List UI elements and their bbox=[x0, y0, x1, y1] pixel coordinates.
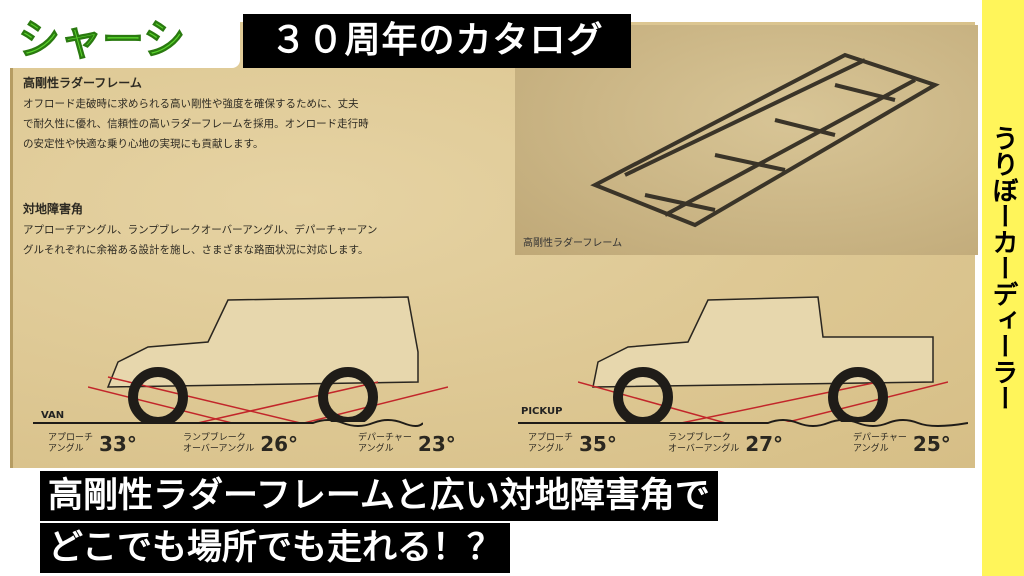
pickup-ramp-angle: ランプブレークオーバーアングル 27° bbox=[668, 432, 783, 456]
pickup-ground-line bbox=[518, 419, 968, 427]
caption-line-1: 高剛性ラダーフレームと広い対地障害角で bbox=[40, 471, 718, 521]
van-illustration bbox=[88, 296, 448, 422]
ladder-frame-illustration bbox=[590, 52, 940, 228]
angle-label: デパーチャー bbox=[358, 433, 412, 443]
van-departure-angle: デパーチャーアングル 23° bbox=[358, 432, 456, 456]
angle-label: アングル bbox=[48, 444, 84, 454]
frame-body: オフロード走破時に求められる高い剛性や強度を確保するために、丈夫 で耐久性に優れ… bbox=[23, 94, 369, 154]
angle-label: ランプブレーク bbox=[183, 433, 246, 443]
angle-value: 26° bbox=[260, 432, 299, 456]
angle-label: アングル bbox=[358, 444, 394, 454]
catalog-page: 高剛性ラダーフレーム オフロード走破時に求められる高い剛性や強度を確保するために… bbox=[10, 22, 978, 468]
van-approach-angle: アプローチアングル 33° bbox=[48, 432, 137, 456]
angle-label: ランプブレーク bbox=[668, 433, 731, 443]
angle-label: アプローチ bbox=[528, 433, 574, 443]
angle-label: オーバーアングル bbox=[183, 444, 255, 454]
photo-label: 高剛性ラダーフレーム bbox=[523, 238, 623, 249]
channel-sidebar: うりぼーカーディーラー bbox=[982, 0, 1024, 576]
channel-name: うりぼーカーディーラー bbox=[988, 125, 1018, 411]
angle-value: 27° bbox=[745, 432, 784, 456]
angle-label: アプローチ bbox=[48, 433, 94, 443]
angle-value: 33° bbox=[99, 432, 137, 456]
pickup-illustration bbox=[578, 296, 948, 422]
angle-value: 23° bbox=[417, 432, 456, 456]
pickup-approach-angle: アプローチアングル 35° bbox=[528, 432, 617, 456]
angle-label: オーバーアングル bbox=[668, 444, 740, 454]
pickup-label: PICKUP bbox=[521, 406, 563, 417]
angle-value: 35° bbox=[579, 432, 617, 456]
angle-label: デパーチャー bbox=[853, 433, 907, 443]
angles-body-line: グルそれぞれに余裕ある設計を施し、さまざまな路面状況に対応します。 bbox=[23, 244, 369, 256]
van-ground-line bbox=[33, 419, 423, 427]
frame-body-line: オフロード走破時に求められる高い剛性や強度を確保するために、丈夫 bbox=[23, 98, 359, 110]
frame-body-line: の安定性や快適な乗り心地の実現にも貢献します。 bbox=[23, 138, 264, 150]
pickup-departure-angle: デパーチャーアングル 25° bbox=[853, 432, 951, 456]
caption-line-2: どこでも場所でも走れる！？ bbox=[40, 523, 510, 573]
angles-body-line: アプローチアングル、ランプブレークオーバーアングル、デパーチャーアン bbox=[23, 224, 378, 236]
van-label: VAN bbox=[41, 410, 65, 421]
frame-heading: 高剛性ラダーフレーム bbox=[23, 76, 142, 90]
angle-value: 25° bbox=[912, 432, 951, 456]
angle-label: アングル bbox=[853, 444, 889, 454]
van-ramp-angle: ランプブレークオーバーアングル 26° bbox=[183, 432, 298, 456]
section-title: シャーシ bbox=[0, 12, 240, 68]
angles-body: アプローチアングル、ランプブレークオーバーアングル、デパーチャーアン グルそれぞ… bbox=[23, 220, 377, 260]
frame-body-line: で耐久性に優れ、信頼性の高いラダーフレームを採用。オンロード走行時 bbox=[23, 118, 369, 130]
angles-heading: 対地障害角 bbox=[23, 202, 84, 216]
catalog-subtitle: ３０周年のカタログ bbox=[243, 14, 631, 68]
angle-label: アングル bbox=[528, 444, 564, 454]
